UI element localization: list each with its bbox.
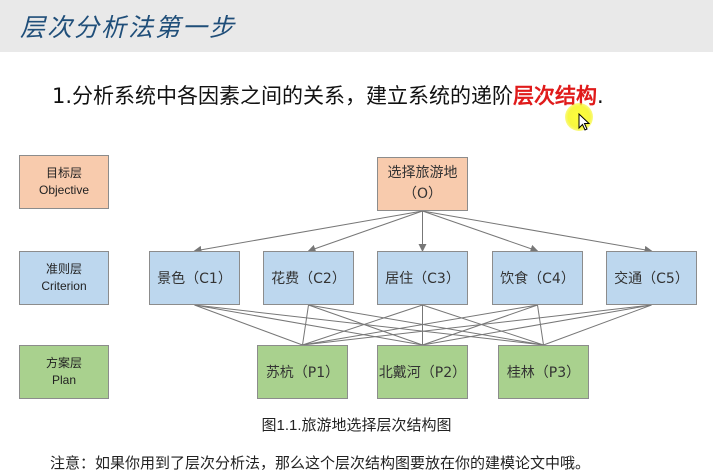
layer-criterion: 准则层 Criterion	[19, 251, 109, 305]
criterion-plan-link	[422, 304, 652, 346]
criterion-node-c1: 景色（C1）	[149, 251, 240, 305]
criterion-label: 景色（C1）	[157, 271, 232, 287]
layer-plan-name: 方案层	[45, 356, 82, 370]
criterion-label: 花费（C2）	[271, 271, 346, 287]
criterion-label: 交通（C5）	[614, 271, 689, 287]
criterion-plan-link	[302, 304, 538, 346]
criterion-plan-link	[537, 304, 544, 346]
criterion-label: 饮食（C4）	[500, 271, 575, 287]
figure-caption: 图1.1.旅游地选择层次结构图	[261, 417, 452, 434]
layer-plan-en: Plan	[51, 373, 77, 387]
title-bar: 层次分析法第一步	[0, 0, 713, 52]
plan-node-p1: 苏杭（P1）	[257, 345, 348, 399]
layer-objective: 目标层 Objective	[19, 155, 109, 209]
criterion-node-c3: 居住（C3）	[377, 251, 468, 305]
footnote: 注意：如果你用到了层次分析法，那么这个层次结构图要放在你的建模论文中哦。	[50, 455, 591, 472]
criterion-plan-link	[194, 304, 423, 346]
plan-label: 苏杭（P1）	[265, 365, 340, 381]
layer-objective-en: Objective	[38, 183, 90, 197]
mouse-pointer-icon	[578, 113, 590, 131]
criterion-plan-link	[302, 304, 423, 346]
layer-plan: 方案层 Plan	[19, 345, 109, 399]
layer-criterion-name: 准则层	[45, 262, 82, 276]
criterion-plan-link	[302, 304, 309, 346]
criterion-plan-link	[422, 304, 544, 346]
criterion-node-c5: 交通（C5）	[606, 251, 697, 305]
goal-label: 选择旅游地	[387, 165, 458, 181]
criterion-node-c2: 花费（C2）	[263, 251, 354, 305]
slide-title: 层次分析法第一步	[20, 13, 237, 42]
plan-node-p3: 桂林（P3）	[498, 345, 589, 399]
criterion-plan-link	[543, 304, 652, 346]
layer-objective-name: 目标层	[45, 166, 82, 180]
criterion-plan-link	[194, 304, 303, 346]
heading-prefix: 1.分析系统中各因素之间的关系，建立系统的递阶	[52, 84, 514, 108]
goal-code: （O）	[402, 186, 443, 202]
criterion-plan-link	[302, 304, 652, 346]
criterion-plan-link	[194, 304, 544, 346]
step-heading: 1.分析系统中各因素之间的关系，建立系统的递阶层次结构.	[52, 80, 604, 110]
criterion-plan-link	[308, 304, 423, 346]
goal-criterion-link	[193, 210, 423, 254]
criterion-label: 居住（C3）	[385, 271, 460, 287]
criterion-plan-link	[308, 304, 544, 346]
criterion-node-c4: 饮食（C4）	[492, 251, 583, 305]
layer-criterion-en: Criterion	[41, 279, 87, 293]
plan-label: 桂林（P3）	[506, 365, 581, 381]
goal-criterion-link	[422, 210, 653, 254]
goal-node: 选择旅游地 （O）	[377, 157, 468, 211]
heading-suffix: .	[597, 84, 604, 108]
plan-node-p2: 北戴河（P2）	[377, 345, 468, 399]
plan-label: 北戴河（P2）	[378, 365, 467, 381]
goal-criterion-link	[307, 210, 423, 253]
goal-criterion-link	[422, 210, 539, 253]
